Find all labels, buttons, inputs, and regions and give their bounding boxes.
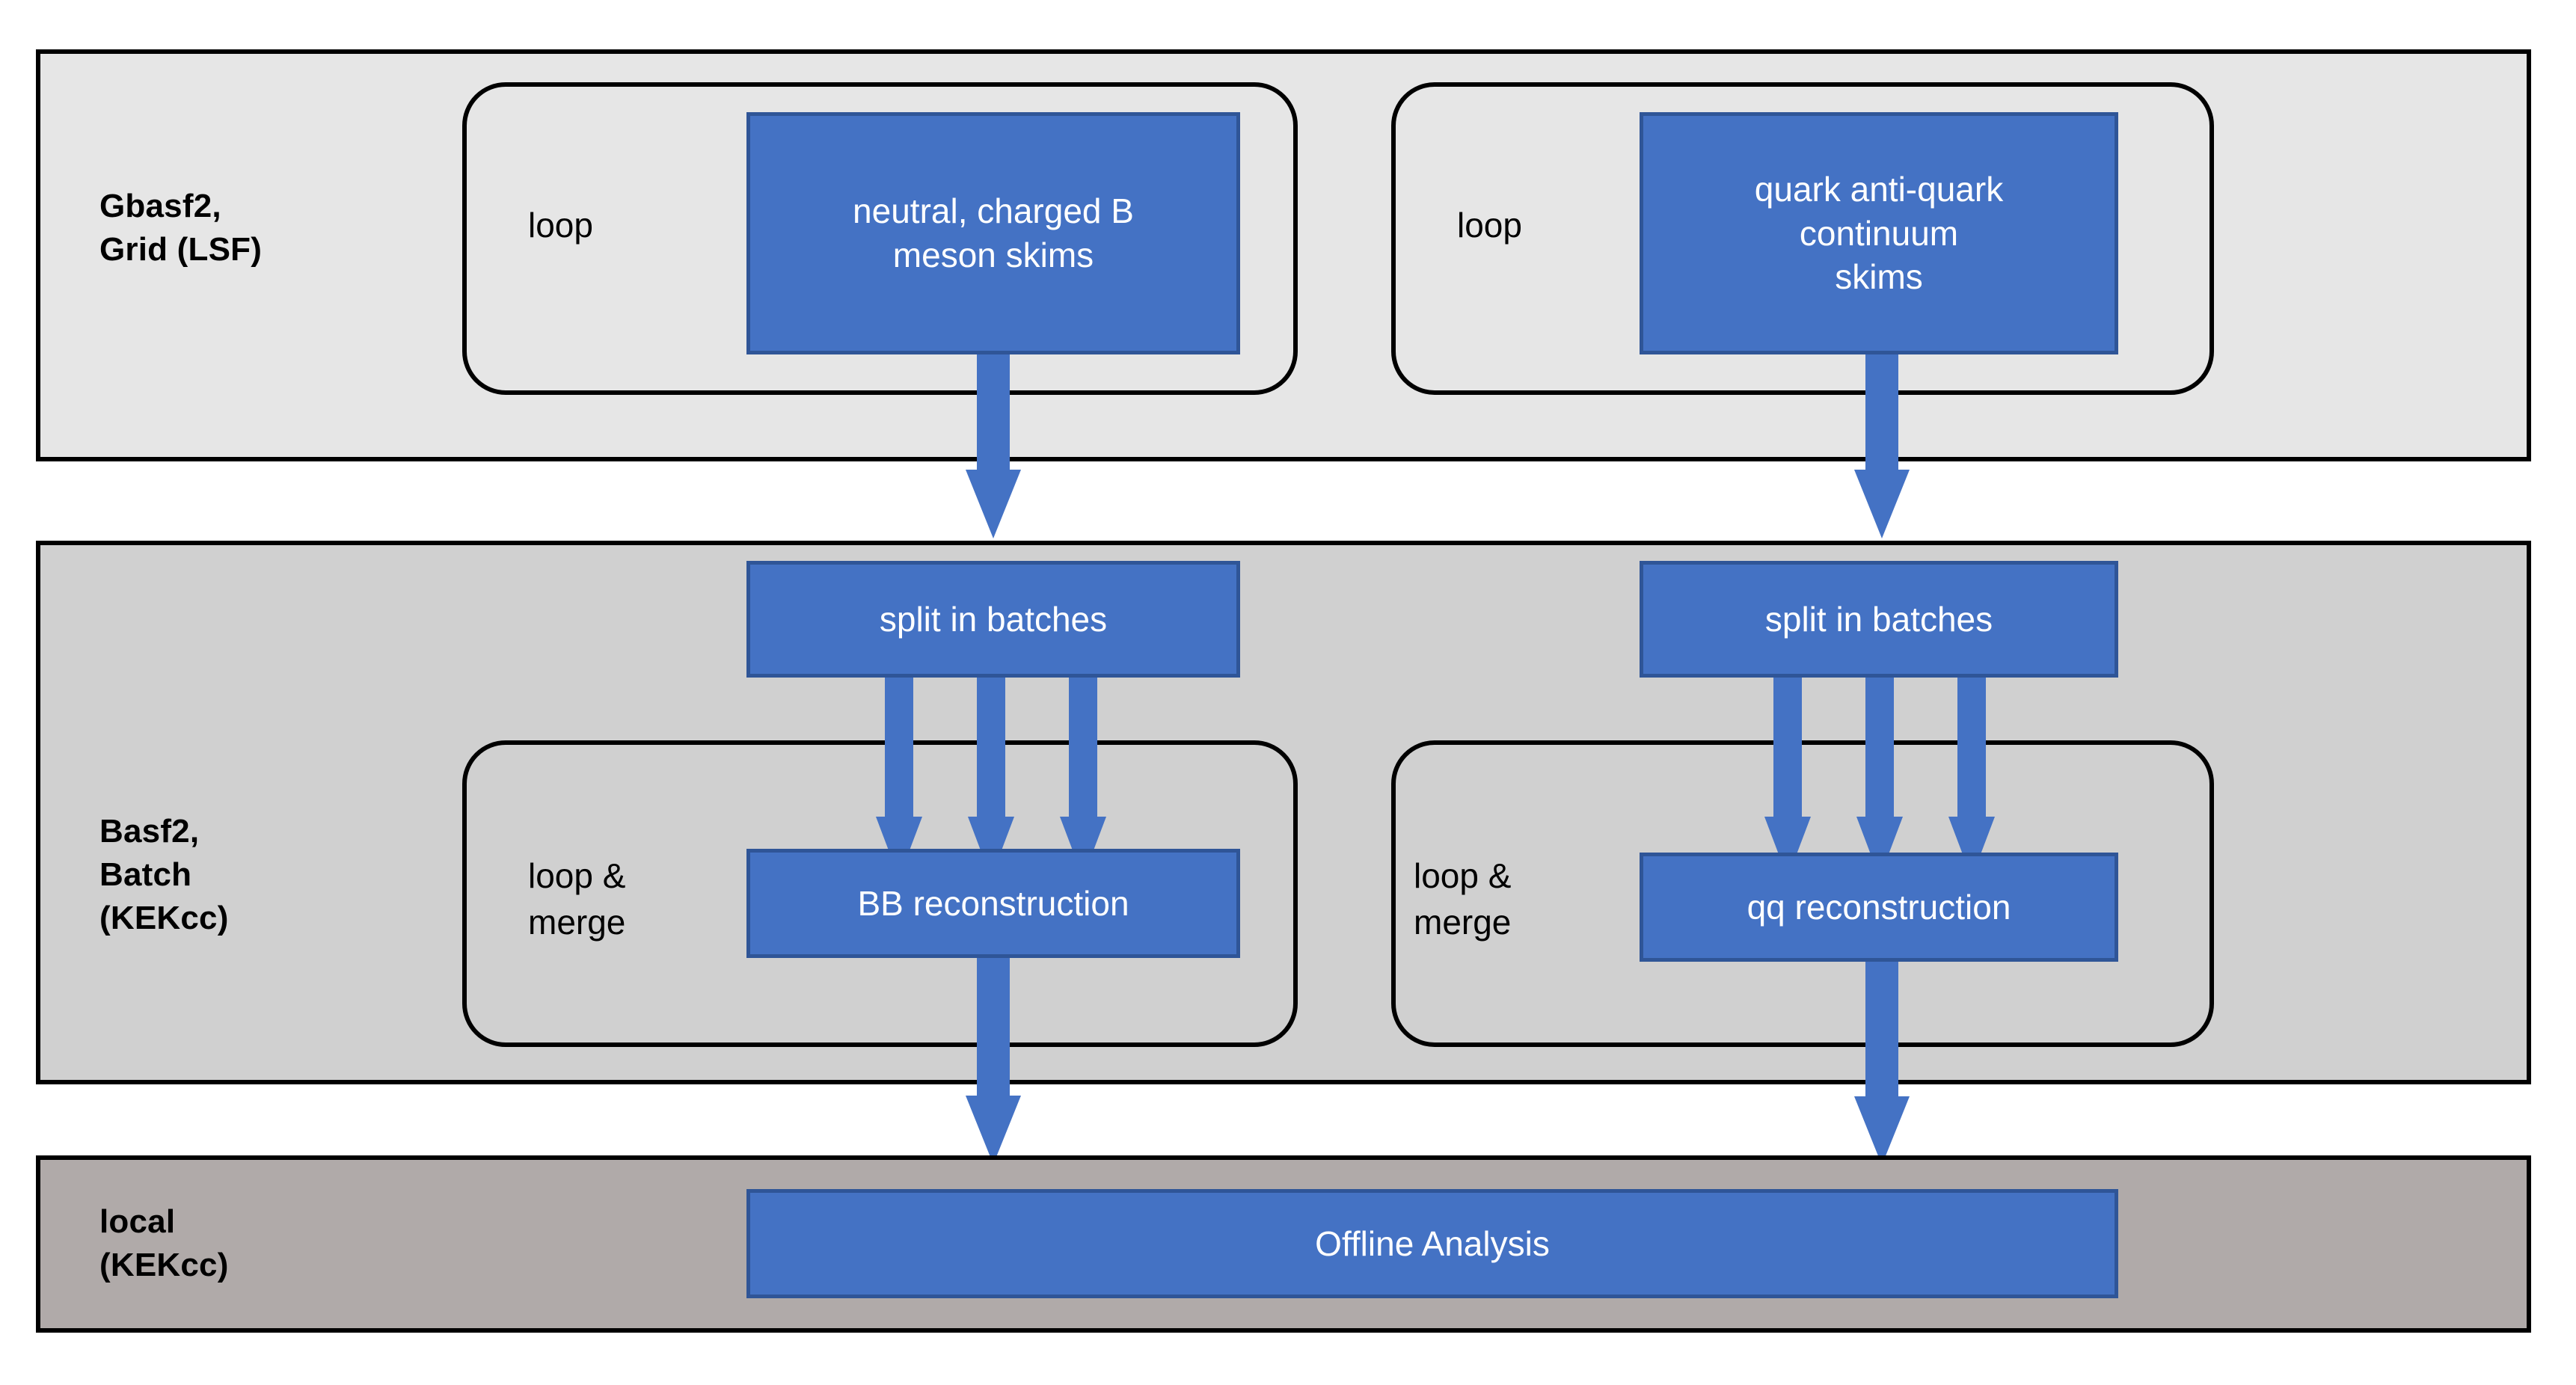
arrow-split-qq-1-shaft [1773,678,1802,823]
arrow-split-bb-3-shaft [1069,678,1097,823]
band-local-label: local (KEKcc) [99,1203,229,1284]
group-loop-merge-qq [1391,740,2214,1047]
node-split-batches-bb[interactable]: split in batches [746,561,1240,678]
arrow-bb-to-offline-shaft [977,958,1010,1105]
group-loop-bb-skim [462,82,1298,395]
group-loop-merge-qq-label: loop & merge [1414,856,1512,942]
group-loop-qq-skim-label: loop [1457,206,1522,245]
group-loop-merge-bb [462,740,1298,1047]
node-offline-analysis[interactable]: Offline Analysis [746,1189,2118,1298]
node-qq-reconstruction[interactable]: qq reconstruction [1640,853,2118,962]
arrow-qq-skim-to-split-head [1854,470,1910,538]
group-loop-bb-skim-label: loop [528,206,593,245]
arrow-split-qq-3-shaft [1957,678,1986,823]
arrow-bb-to-offline-head [966,1096,1021,1164]
group-loop-merge-bb-label: loop & merge [528,856,626,942]
arrow-split-qq-2-shaft [1865,678,1894,823]
arrow-qq-to-offline-shaft [1865,962,1898,1105]
arrow-split-bb-2-shaft [977,678,1005,823]
arrow-qq-skim-to-split-shaft [1865,354,1898,479]
node-bb-reconstruction[interactable]: BB reconstruction [746,849,1240,958]
group-loop-qq-skim [1391,82,2214,395]
node-split-batches-qq[interactable]: split in batches [1640,561,2118,678]
node-qq-skims[interactable]: quark anti-quark continuum skims [1640,112,2118,354]
band-grid-label: Gbasf2, Grid (LSF) [99,188,263,268]
node-b-meson-skims[interactable]: neutral, charged B meson skims [746,112,1240,354]
band-batch-label: Basf2, Batch (KEKcc) [99,813,229,937]
arrow-bb-skim-to-split-head [966,470,1021,538]
arrow-bb-skim-to-split-shaft [977,354,1010,479]
arrow-qq-to-offline-head [1854,1096,1910,1165]
arrow-split-bb-1-shaft [885,678,913,823]
